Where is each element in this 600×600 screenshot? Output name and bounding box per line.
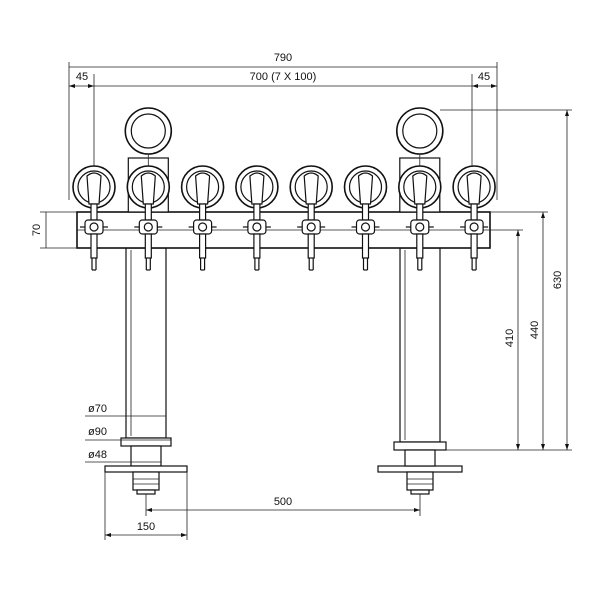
beer-tap-5 bbox=[289, 165, 334, 271]
beer-tap-6 bbox=[343, 165, 388, 271]
dim-total-height-label: 630 bbox=[552, 271, 564, 289]
diameter-callouts: ø70 ø90 ø48 bbox=[85, 403, 171, 463]
dim-right-offset-label: 45 bbox=[478, 71, 490, 83]
bottom-dimensions: 500 150 bbox=[104, 472, 421, 540]
top-dimensions: 790 45 700 (7 X 100) 45 bbox=[68, 52, 498, 200]
height-dimensions: 630 440 410 bbox=[440, 109, 572, 451]
beer-tap-2 bbox=[124, 107, 173, 271]
dim-bar-height-label: 70 bbox=[31, 224, 43, 236]
large-medallion-icon bbox=[124, 107, 173, 155]
taps bbox=[72, 107, 496, 271]
dim-column-spacing-label: 500 bbox=[274, 496, 292, 508]
dim-shank-diameter-label: ø48 bbox=[88, 449, 107, 461]
bar-height-dimension: 70 bbox=[31, 211, 77, 249]
large-medallion-icon bbox=[395, 107, 444, 155]
beer-tap-4 bbox=[235, 165, 279, 271]
dim-pipe-diameter-label: ø70 bbox=[88, 403, 107, 415]
dim-height-410-label: 410 bbox=[504, 329, 516, 347]
left-column bbox=[104, 247, 188, 495]
dim-collar-diameter-label: ø90 bbox=[88, 426, 107, 438]
right-column bbox=[377, 247, 463, 495]
dim-height-440-label: 440 bbox=[529, 321, 541, 339]
beer-tap-7 bbox=[395, 107, 444, 271]
beer-tap-8 bbox=[452, 165, 496, 271]
beer-tap-3 bbox=[180, 165, 225, 271]
beer-tap-1 bbox=[72, 165, 116, 271]
dim-base-width-label: 150 bbox=[137, 521, 155, 533]
dim-left-offset-label: 45 bbox=[76, 71, 88, 83]
dim-overall-width-label: 790 bbox=[274, 52, 292, 64]
dim-tap-spacing-label: 700 (7 X 100) bbox=[250, 71, 317, 83]
